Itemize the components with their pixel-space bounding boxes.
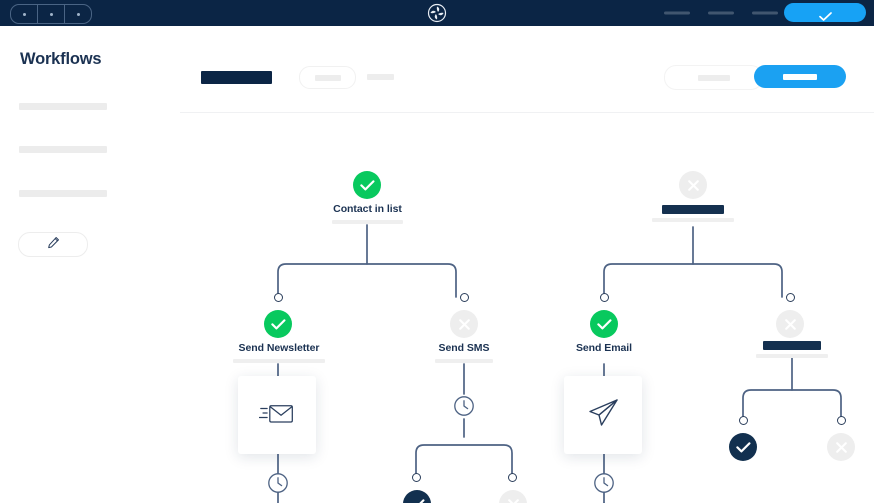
port-right-branch-no[interactable] <box>837 416 846 425</box>
header-nav-item-1[interactable] <box>664 11 690 15</box>
node-label-bar <box>763 341 821 350</box>
nav-center-dot <box>49 12 53 16</box>
sidebar-item-1[interactable] <box>19 103 107 110</box>
check-circle-icon <box>590 310 618 338</box>
card-send-email[interactable] <box>554 366 642 454</box>
node-label: Send SMS <box>438 342 490 354</box>
connector-port-icon <box>837 416 846 425</box>
node-right-root-label-group <box>638 205 748 222</box>
connector-port-icon <box>460 293 469 302</box>
x-circle-icon <box>827 433 855 461</box>
node-label: Send Newsletter <box>238 342 320 354</box>
node-send-newsletter[interactable] <box>264 310 292 338</box>
node-sms-branch-no[interactable] <box>499 490 527 503</box>
nav-forward-button[interactable] <box>65 5 91 23</box>
node-label-underline <box>652 218 734 222</box>
header-nav-items[interactable] <box>664 11 778 15</box>
sidebar-item-2[interactable] <box>19 146 107 153</box>
node-send-email-label-group: Send Email <box>544 342 664 354</box>
check-circle-icon <box>353 171 381 199</box>
workflow-toolbar <box>180 26 874 113</box>
toolbar-primary-button[interactable] <box>754 65 846 88</box>
port-sms-branch-no[interactable] <box>508 473 517 482</box>
port-right-child[interactable] <box>786 293 795 302</box>
sidebar-item-3[interactable] <box>19 190 107 197</box>
x-circle-icon <box>679 171 707 199</box>
check-circle-icon <box>264 310 292 338</box>
node-contact-in-list-label-group: Contact in list <box>300 203 435 224</box>
port-send-newsletter[interactable] <box>274 293 283 302</box>
envelope-icon <box>258 400 295 431</box>
toolbar-secondary-button[interactable] <box>664 65 763 90</box>
node-contact-in-list[interactable] <box>353 171 381 199</box>
toolbar-tab-ghost[interactable] <box>367 74 394 80</box>
node-right-branch-yes[interactable] <box>729 433 757 461</box>
card-send-newsletter[interactable] <box>228 366 316 454</box>
connector-port-icon <box>508 473 517 482</box>
delay-node-email[interactable] <box>593 472 615 499</box>
window-titlebar <box>0 0 874 26</box>
toolbar-primary-button-label <box>783 73 817 80</box>
check-circle-icon <box>729 433 757 461</box>
connector-port-icon <box>600 293 609 302</box>
node-label-underline <box>332 220 403 224</box>
toolbar-tab-pill[interactable] <box>299 66 356 89</box>
connector-port-icon <box>786 293 795 302</box>
sidebar: Workflows <box>0 26 181 503</box>
workflow-canvas[interactable]: Contact in list <box>180 112 874 503</box>
toolbar-tab-active[interactable] <box>201 71 272 84</box>
x-circle-icon <box>450 310 478 338</box>
sidebar-edit-button[interactable] <box>18 232 88 257</box>
node-send-newsletter-label-group: Send Newsletter <box>203 342 355 363</box>
x-circle-icon <box>776 310 804 338</box>
node-sms-branch-yes[interactable] <box>403 490 431 503</box>
node-send-sms-label-group: Send SMS <box>404 342 524 363</box>
port-send-email[interactable] <box>600 293 609 302</box>
header-nav-item-2[interactable] <box>708 11 734 15</box>
node-right-branch-no[interactable] <box>827 433 855 461</box>
node-label-bar <box>662 205 724 214</box>
x-circle-icon <box>499 490 527 503</box>
node-label: Contact in list <box>333 203 402 215</box>
node-send-email[interactable] <box>590 310 618 338</box>
node-label-underline <box>756 354 828 358</box>
node-right-child-label-group <box>742 341 842 358</box>
clock-icon <box>267 473 289 498</box>
node-label-underline <box>435 359 493 363</box>
action-card[interactable] <box>554 366 642 454</box>
toolbar-tab-pill-label <box>314 74 341 81</box>
connector-port-icon <box>274 293 283 302</box>
node-send-sms[interactable] <box>450 310 478 338</box>
clock-icon <box>593 473 615 498</box>
node-right-root[interactable] <box>679 171 707 199</box>
node-label: Send Email <box>575 342 633 354</box>
nav-back-dot <box>22 12 26 16</box>
action-card[interactable] <box>228 366 316 454</box>
paper-plane-icon <box>587 398 619 433</box>
connector-port-icon <box>739 416 748 425</box>
check-icon <box>818 8 832 21</box>
window-nav-pills[interactable] <box>10 4 92 24</box>
node-right-child[interactable] <box>776 310 804 338</box>
toolbar-secondary-button-label <box>697 74 730 81</box>
page-title: Workflows <box>20 50 102 68</box>
nav-center-button[interactable] <box>38 5 65 23</box>
delay-node-sms[interactable] <box>453 395 475 422</box>
header-nav-item-3[interactable] <box>752 11 778 15</box>
port-send-sms[interactable] <box>460 293 469 302</box>
nav-back-button[interactable] <box>11 5 38 23</box>
nav-forward-dot <box>76 12 80 16</box>
pencil-icon <box>47 236 60 254</box>
delay-node-newsletter[interactable] <box>267 472 289 499</box>
port-sms-branch-yes[interactable] <box>412 473 421 482</box>
check-circle-icon <box>403 490 431 503</box>
node-label-underline <box>233 359 325 363</box>
clock-icon <box>453 396 475 421</box>
header-confirm-button[interactable] <box>784 3 866 22</box>
port-right-branch-yes[interactable] <box>739 416 748 425</box>
main-content: Contact in list <box>180 26 874 503</box>
pinwheel-logo-icon <box>427 3 447 23</box>
connector-port-icon <box>412 473 421 482</box>
